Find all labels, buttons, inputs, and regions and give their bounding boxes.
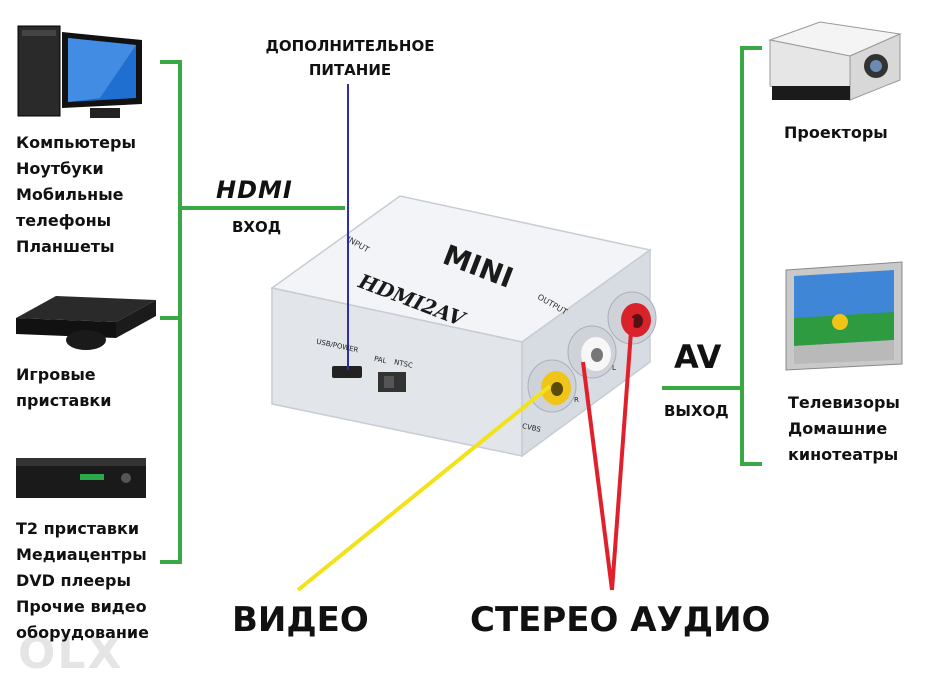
projectors-line-1: Проекторы xyxy=(784,123,888,142)
tvs-line-1: Телевизоры xyxy=(788,393,900,412)
extra-power-line-1: ДОПОЛНИТЕЛЬНОЕ xyxy=(265,37,435,55)
computers-line-3: Мобильные xyxy=(16,185,124,204)
tv-icon xyxy=(785,261,903,371)
consoles-line-2: приставки xyxy=(16,391,112,410)
consoles-line-1: Игровые xyxy=(16,365,96,384)
set-top-line-3: DVD плееры xyxy=(16,571,131,590)
computers-line-4: телефоны xyxy=(16,211,112,230)
extra-power-line-2: ПИТАНИЕ xyxy=(308,61,392,79)
set-top-label: Т2 приставки Медиацентры DVD плееры Проч… xyxy=(16,516,149,646)
device-r-tag: R xyxy=(574,396,579,404)
watermark: OLX xyxy=(18,628,124,679)
extra-power-label: ДОПОЛНИТЕЛЬНОЕ ПИТАНИЕ xyxy=(250,34,450,82)
computers-line-5: Планшеты xyxy=(16,237,115,256)
right-bracket xyxy=(662,46,762,466)
projectors-label: Проекторы xyxy=(784,120,888,146)
set-top-box-icon xyxy=(16,458,146,498)
set-top-line-5: оборудование xyxy=(16,623,149,642)
consoles-label: Игровые приставки xyxy=(16,362,111,414)
computers-line-1: Компьютеры xyxy=(16,133,136,152)
audio-lines xyxy=(581,317,634,591)
rca-jack-white xyxy=(567,325,617,379)
device-l-tag: L xyxy=(612,364,616,372)
rca-jack-yellow xyxy=(527,359,577,413)
audio-caption: СТЕРЕО АУДИО xyxy=(470,600,771,640)
set-top-line-4: Прочие видео xyxy=(16,597,147,616)
desktop-computer-icon xyxy=(17,25,142,118)
output-label: ВЫХОД xyxy=(664,402,729,420)
video-caption: ВИДЕО xyxy=(232,600,369,640)
input-label: ВХОД xyxy=(232,218,282,236)
hdmi-logo: HDMI xyxy=(216,176,293,204)
left-bracket xyxy=(160,60,345,564)
av-logo: AV xyxy=(674,338,722,376)
tvs-label: Телевизоры Домашние кинотеатры xyxy=(788,390,900,468)
video-line xyxy=(296,384,552,592)
game-console-icon xyxy=(16,296,156,350)
projector-icon xyxy=(768,21,902,101)
computers-line-2: Ноутбуки xyxy=(16,159,104,178)
tvs-line-2: Домашние xyxy=(788,419,888,438)
set-top-line-2: Медиацентры xyxy=(16,545,147,564)
set-top-line-1: Т2 приставки xyxy=(16,519,140,538)
tvs-line-3: кинотеатры xyxy=(788,445,899,464)
computers-label: Компьютеры Ноутбуки Мобильные телефоны П… xyxy=(16,130,136,260)
